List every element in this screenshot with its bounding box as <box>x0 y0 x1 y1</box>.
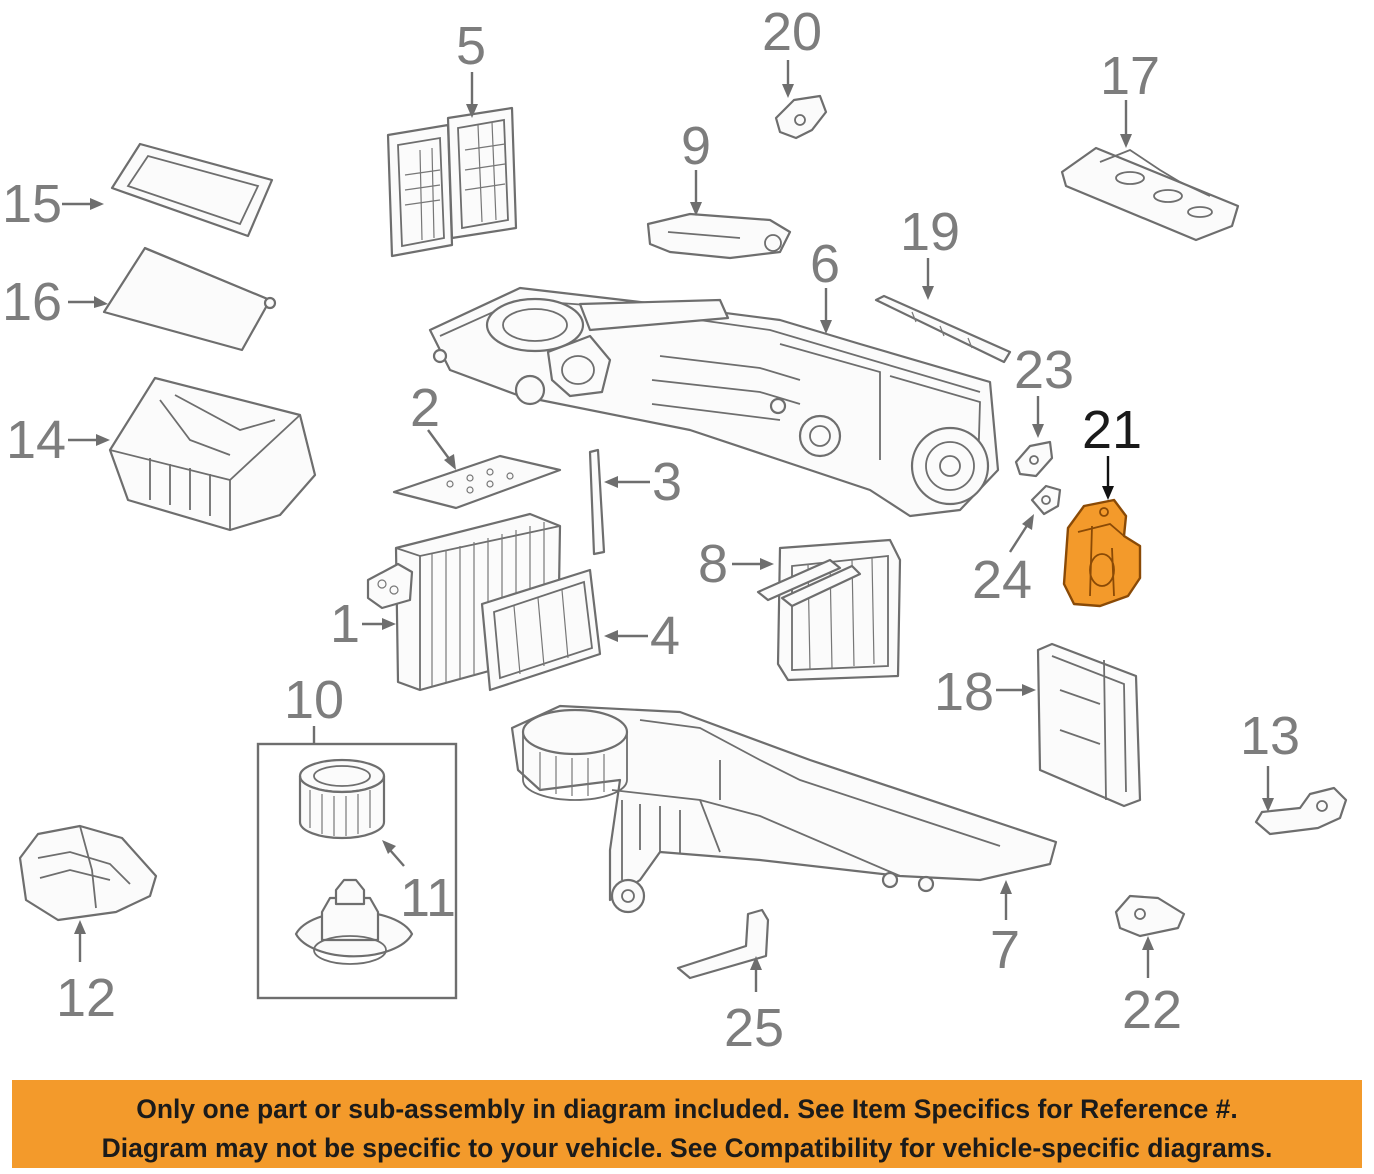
part-25-bracket <box>676 908 770 980</box>
part-6-upper-case <box>428 286 1000 518</box>
callout-20: 20 <box>762 2 822 62</box>
part-24-lever <box>1030 484 1062 516</box>
disclaimer-banner: Only one part or sub-assembly in diagram… <box>12 1080 1362 1168</box>
callout-24: 24 <box>972 550 1032 610</box>
part-12-blower-housing <box>18 824 158 922</box>
part-22-clip <box>1114 894 1186 938</box>
part-16-filter <box>102 246 277 352</box>
callout-21-highlighted: 21 <box>1082 400 1142 460</box>
callout-7: 7 <box>990 920 1020 980</box>
part-10-blower-assembly <box>256 742 458 1000</box>
part-23-bracket <box>1014 440 1054 478</box>
parts-diagram: 15 16 14 5 20 9 17 19 6 2 3 1 4 8 23 21 … <box>2 2 1348 1058</box>
callout-8: 8 <box>698 534 728 594</box>
callout-15: 15 <box>2 174 62 234</box>
callout-17: 17 <box>1100 46 1160 106</box>
part-13-link <box>1254 786 1348 836</box>
part-20-clip <box>774 94 828 140</box>
part-17-duct <box>1060 146 1240 242</box>
callout-6: 6 <box>810 234 840 294</box>
callout-14: 14 <box>6 410 66 470</box>
callout-13: 13 <box>1240 706 1300 766</box>
callout-1: 1 <box>330 594 360 654</box>
part-11-blower-wheel <box>298 758 386 840</box>
callout-9: 9 <box>681 116 711 176</box>
part-19-seal-strip <box>874 294 1012 364</box>
leader-arrows <box>62 60 1274 992</box>
part-2-gasket <box>392 454 562 510</box>
callout-12: 12 <box>56 968 116 1028</box>
disclaimer-line-2: Diagram may not be specific to your vehi… <box>101 1133 1273 1163</box>
callout-22: 22 <box>1122 980 1182 1040</box>
part-8-heater-core <box>756 538 902 682</box>
part-3-seal <box>588 448 606 556</box>
callout-10: 10 <box>284 670 344 730</box>
part-15-filter-frame <box>110 142 274 238</box>
part-14-filter-housing <box>108 376 317 532</box>
part-5-filter-pair <box>386 106 518 258</box>
callout-19: 19 <box>900 202 960 262</box>
part-7-lower-case <box>510 704 1058 914</box>
part-18-door <box>1036 642 1142 808</box>
callout-18: 18 <box>934 662 994 722</box>
disclaimer-line-1: Only one part or sub-assembly in diagram… <box>136 1094 1238 1124</box>
callout-4: 4 <box>650 606 680 666</box>
callout-23: 23 <box>1014 340 1074 400</box>
callout-16: 16 <box>2 272 62 332</box>
callout-3: 3 <box>652 452 682 512</box>
callout-25: 25 <box>724 998 784 1058</box>
callout-5: 5 <box>456 16 486 76</box>
callout-2: 2 <box>410 378 440 438</box>
callout-11: 11 <box>400 868 456 928</box>
part-4-plate <box>480 568 602 692</box>
callout-labels: 15 16 14 5 20 9 17 19 6 2 3 1 4 8 23 21 … <box>2 2 1300 1058</box>
part-9-bracket <box>646 212 792 260</box>
part-21-actuator-highlighted <box>1062 498 1142 608</box>
